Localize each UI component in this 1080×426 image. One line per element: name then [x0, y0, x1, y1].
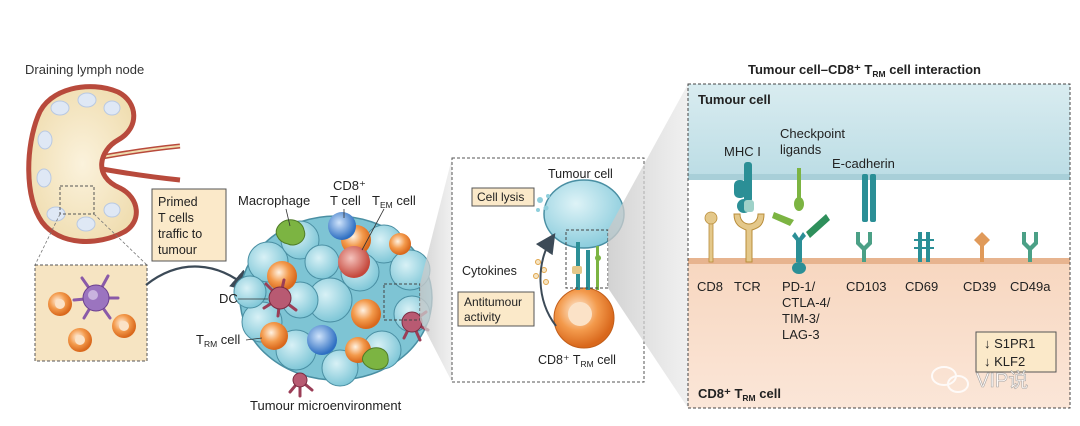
lysis-dots [536, 194, 550, 212]
traffic-label-line: Primed [158, 195, 198, 209]
priming-dc [72, 274, 120, 320]
antitumour-box [457, 291, 535, 327]
interaction-zoom-panel: Tumour cell Cell lysis Cytokines [451, 157, 645, 383]
antitumour-arrow [535, 233, 557, 327]
cd8-label: CD8 [697, 279, 723, 294]
tumour-dendritic-cells [262, 278, 430, 398]
traffic-label-line: traffic to [158, 227, 202, 241]
checkpoint-label: Checkpoint [780, 126, 845, 141]
lymph-follicles [36, 92, 121, 232]
pd1-label: TIM-3/ [782, 311, 820, 326]
tcr-label: TCR [734, 279, 761, 294]
cd49a-molecule [1022, 232, 1038, 262]
cytokines-label: Cytokines [462, 264, 517, 278]
dc-label: DC [219, 291, 238, 306]
traffic-label-box [151, 188, 227, 262]
pd1-label: PD-1/ [782, 279, 816, 294]
lymph-node-title: Draining lymph node [25, 62, 144, 77]
tcr-molecule [733, 213, 765, 263]
tem-cell-label: TEM cell [372, 193, 416, 210]
checkpoint-label: ligands [780, 142, 822, 157]
cd8-t-cell-label: CD8⁺ [333, 178, 366, 193]
downregulated-box [975, 331, 1057, 373]
ecadherin-label: E-cadherin [832, 156, 895, 171]
mhc-molecule [734, 162, 754, 213]
zoom-cone [420, 158, 452, 382]
watermark-text: VIP说 [976, 369, 1028, 392]
tumour-trm-cells [260, 225, 411, 363]
ecadherin-molecule [862, 174, 876, 222]
checkpoint-ligand [772, 168, 830, 238]
tumour-cd8-t-cells [307, 212, 356, 355]
antitumour-label: Antitumour [464, 295, 522, 309]
zoom-tumour-cell-label: Tumour cell [548, 167, 613, 181]
traffic-label: Primed T cells traffic to tumour [158, 195, 202, 257]
tumour-labels: Macrophage CD8⁺ T cell TEM cell DC TRM c… [196, 178, 416, 413]
lymph-zoom-box [59, 185, 95, 215]
cell-lysis-label: Cell lysis [477, 190, 524, 204]
downregulated-label: ↓ S1PR1 [984, 336, 1035, 351]
lymph-node-shape [26, 84, 139, 244]
tumour-zoom-box [383, 283, 421, 321]
priming-inset [34, 264, 148, 362]
cd8-t-cell-label: T cell [330, 193, 361, 208]
cell-lysis-box [471, 187, 535, 207]
cytokine-dots [533, 259, 549, 285]
downregulated-label: ↓ KLF2 [984, 354, 1025, 369]
priming-t-cells [48, 292, 136, 352]
cd103-label: CD103 [846, 279, 886, 294]
zoom-trm-cell-label: CD8⁺ TRM cell [538, 353, 616, 369]
tumour-band [688, 84, 1070, 176]
traffic-arrow [145, 265, 253, 293]
detail-trm-label: CD8⁺ TRM cell [698, 386, 781, 403]
pd1-receptor [792, 232, 806, 274]
cd103-molecule [856, 232, 872, 262]
tumour-mass [233, 212, 433, 398]
trm-cell-label: TRM cell [196, 332, 240, 349]
cd39-label: CD39 [963, 279, 996, 294]
watermark: VIP说 [931, 366, 1029, 393]
tumour-macrophages [275, 219, 389, 371]
lymph-node-panel: Draining lymph node [25, 62, 181, 362]
macrophage-label: Macrophage [238, 193, 310, 208]
microenvironment-label: Tumour microenvironment [250, 398, 402, 413]
pd1-label: LAG-3 [782, 327, 820, 342]
traffic-label-line: tumour [158, 243, 197, 257]
cd69-molecule [914, 232, 934, 262]
traffic-label-line: T cells [158, 211, 194, 225]
cd69-label: CD69 [905, 279, 938, 294]
zoom-synapse-molecules [572, 242, 601, 290]
pd1-label: CTLA-4/ [782, 295, 831, 310]
cd8-molecule [704, 211, 718, 263]
detail-title: Tumour cell–CD8⁺ TRM cell interaction [748, 62, 981, 79]
cd39-molecule [974, 232, 990, 262]
interaction-detail-panel: Tumour cell–CD8⁺ TRM cell interaction Tu… [687, 62, 1071, 409]
zoom-cone-2 [608, 84, 688, 408]
wechat-icon [931, 366, 969, 393]
mhc-label: MHC I [724, 144, 761, 159]
detail-tumour-cell-label: Tumour cell [698, 92, 771, 107]
tumour-tem-cell [338, 246, 370, 278]
cd49a-label: CD49a [1010, 279, 1051, 294]
antitumour-label: activity [464, 310, 501, 324]
